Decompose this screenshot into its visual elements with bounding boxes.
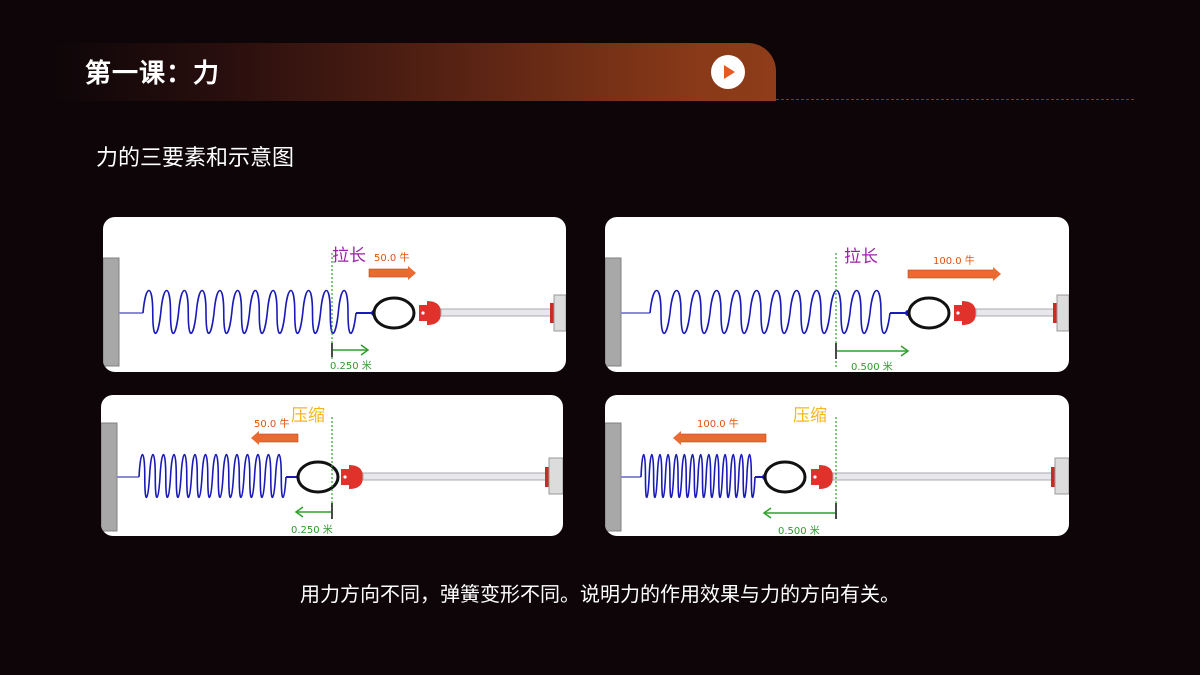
pull-handle bbox=[341, 465, 363, 489]
displacement-label: 0.250 米 bbox=[291, 523, 333, 536]
spring-diagram-2: 拉长 100.0 牛 0.500 米 bbox=[605, 247, 1069, 372]
mode-label: 压缩 bbox=[793, 406, 827, 426]
pull-handle bbox=[954, 301, 976, 325]
spring-coil bbox=[138, 453, 287, 499]
force-label: 100.0 牛 bbox=[697, 417, 739, 430]
pull-handle bbox=[811, 465, 833, 489]
spring-coil bbox=[142, 289, 357, 335]
ring-hook bbox=[763, 460, 807, 494]
spring-diagram-1: 拉长 50.0 牛 0.250 米 bbox=[103, 246, 566, 372]
conclusion-text: 用力方向不同，弹簧变形不同。说明力的作用效果与力的方向有关。 bbox=[300, 582, 900, 606]
spring-panel-2: 拉长 100.0 牛 0.500 米 bbox=[605, 217, 1069, 372]
spring-panel-3: 压缩 50.0 牛 0.250 米 bbox=[101, 395, 563, 536]
spring-coil bbox=[640, 453, 756, 499]
spring-diagram-3: 压缩 50.0 牛 0.250 米 bbox=[101, 406, 563, 536]
title-bar: 第一课：力 bbox=[50, 43, 776, 101]
displacement-label: 0.500 米 bbox=[851, 360, 893, 372]
displacement-label: 0.500 米 bbox=[778, 524, 820, 536]
mode-label: 拉长 bbox=[332, 246, 366, 266]
mode-label: 拉长 bbox=[844, 247, 878, 267]
section-heading: 力的三要素和示意图 bbox=[96, 146, 295, 171]
play-icon bbox=[724, 65, 735, 79]
force-label: 100.0 牛 bbox=[933, 254, 975, 267]
force-label: 50.0 牛 bbox=[254, 417, 289, 430]
header-divider bbox=[776, 99, 1134, 100]
pull-handle bbox=[419, 301, 441, 325]
spring-coil bbox=[649, 289, 891, 335]
ring-hook bbox=[907, 296, 951, 330]
ring-hook bbox=[372, 296, 416, 330]
play-button[interactable] bbox=[711, 55, 745, 89]
displacement-label: 0.250 米 bbox=[330, 359, 372, 372]
page-title: 第一课：力 bbox=[85, 59, 221, 89]
ring-hook bbox=[296, 460, 340, 494]
spring-panel-4: 压缩 100.0 牛 0.500 米 bbox=[605, 395, 1069, 536]
spring-diagram-4: 压缩 100.0 牛 0.500 米 bbox=[605, 406, 1069, 536]
spring-panel-1: 拉长 50.0 牛 0.250 米 bbox=[103, 217, 566, 372]
mode-label: 压缩 bbox=[291, 406, 325, 426]
force-label: 50.0 牛 bbox=[374, 251, 409, 264]
